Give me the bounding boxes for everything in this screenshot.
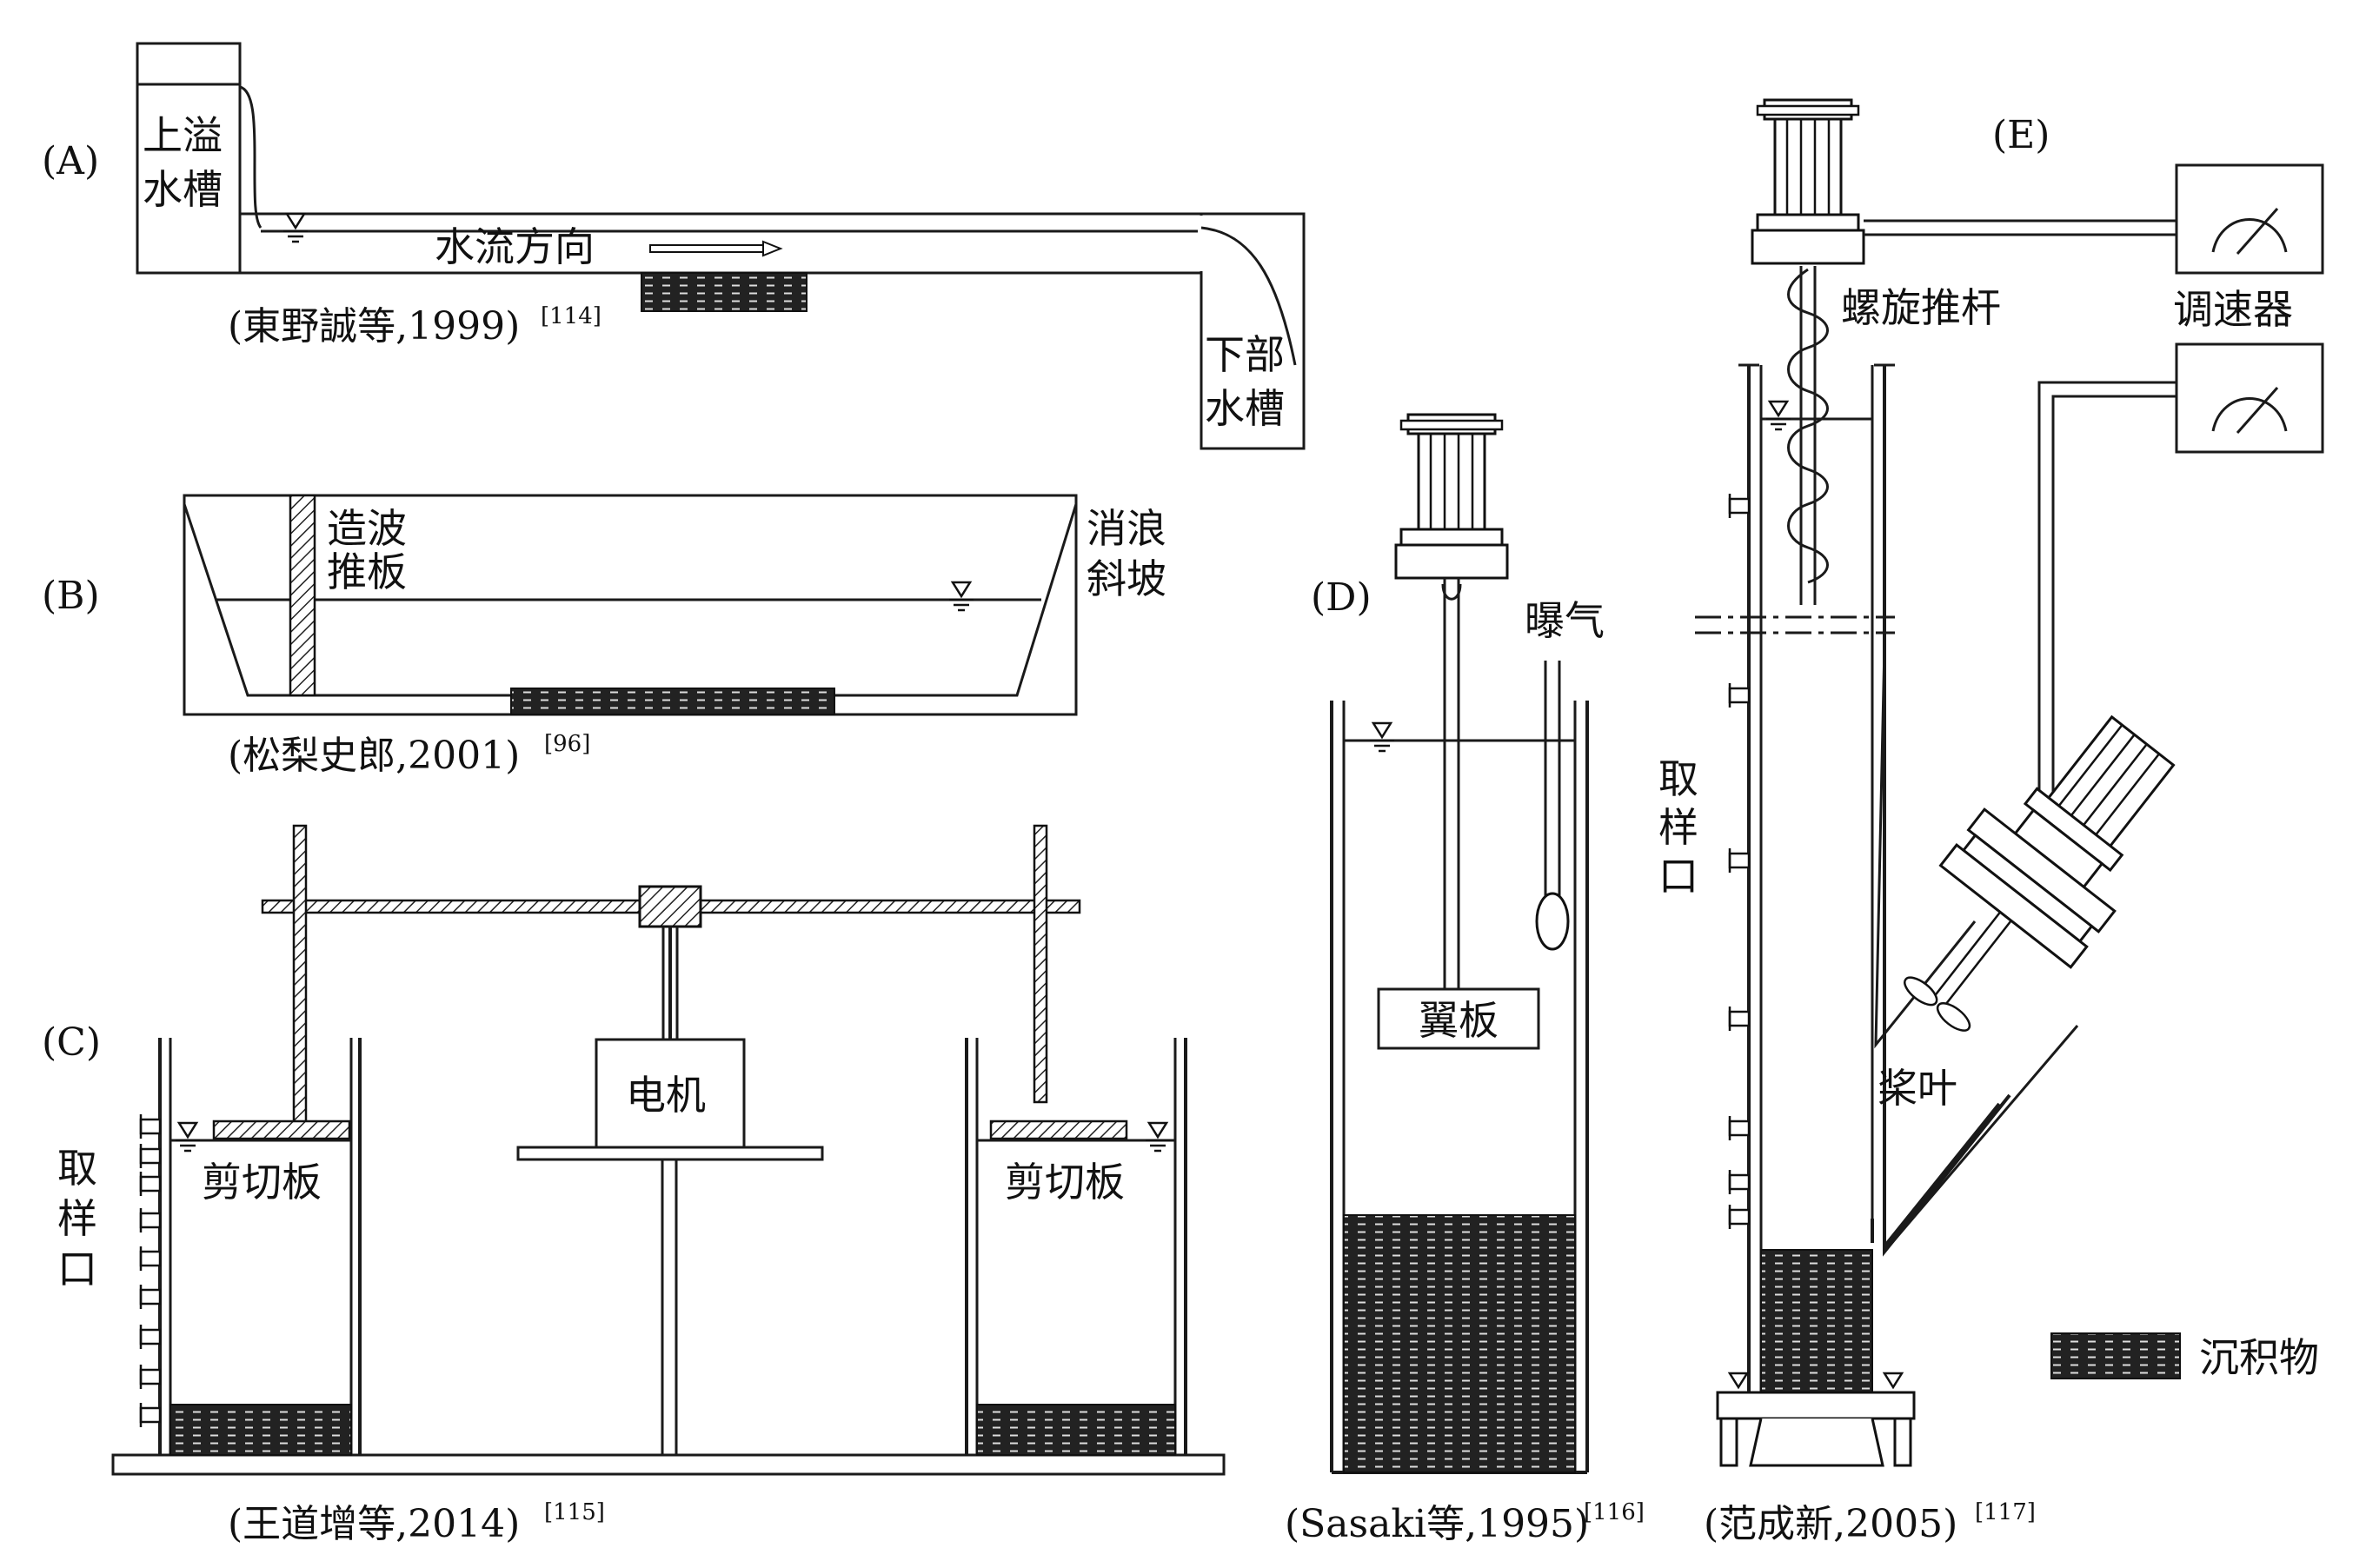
sampling-port-e-3: 口 [1658,853,1698,900]
sediment-column-d [1343,1214,1576,1473]
sediment-sample-b [510,688,835,715]
upper-overflow-tank [136,42,242,275]
panel-b-label: (B) [42,574,100,618]
rotating-platform [516,1146,824,1161]
sampling-port-e-1: 取 [1658,755,1698,802]
screw-helix-icon [1787,268,1829,584]
wing-plate [1377,987,1540,1050]
inclined-arm-inner [1874,646,1977,1049]
panel-b: (B) 造波 推板 消浪 斜坡 (松梨史郎,2001) [96] [42,494,1166,778]
svg-text:(松梨史郎,2001): (松梨史郎,2001) [228,734,520,778]
sediment-column-e [1760,1249,1873,1393]
paddle-label: 桨叶 [1878,1065,1957,1112]
shear-plate-right-label: 剪切板 [1005,1159,1125,1206]
right-rod [1033,824,1048,1104]
wave-tank [183,494,1078,716]
panel-e: (E) 调速器 螺旋推杆 [1658,98,2324,1546]
panel-e-label: (E) [1992,113,2050,157]
water-level-icon [1765,400,1792,431]
citation-a: (東野誠等,1999) [114] [228,303,601,349]
outflow-curve [1200,226,1297,366]
column-base [1716,1372,1916,1467]
slope-label-2: 斜坡 [1087,555,1166,602]
svg-text:[96]: [96] [544,731,590,757]
screw-pusher-label: 螺旋推杆 [1841,284,2001,331]
aeration-label: 曝气 [1525,597,1605,644]
svg-text:[114]: [114] [541,303,601,329]
panel-d-label: (D) [1311,575,1372,620]
slope-label-1: 消浪 [1087,505,1166,552]
upper-tank-label-1: 上溢 [143,112,223,159]
air-diffuser-icon [1535,892,1570,951]
svg-text:(范成新,2005): (范成新,2005) [1704,1502,1957,1546]
svg-text:[115]: [115] [544,1499,605,1525]
inclined-motor-icon [1904,714,2176,1032]
lower-tank-label-2: 水槽 [1205,385,1285,432]
sampling-valves-c [139,1113,162,1429]
panel-c: (C) 电机 剪切板 [42,824,1226,1546]
panel-c-label: (C) [42,1020,101,1065]
motor-box [595,1038,746,1149]
citation-c: (王道增等,2014) [115] [228,1499,605,1546]
flow-arrow-icon [649,240,783,257]
wave-plate-label-1: 造波 [327,505,407,552]
svg-text:(王道增等,2014): (王道增等,2014) [228,1502,520,1546]
svg-text:[117]: [117] [1975,1499,2036,1525]
upper-tank-label-2: 水槽 [143,166,223,213]
sediment-left-tank [169,1404,352,1456]
sediment-right-tank [976,1404,1176,1456]
sampling-port-c-2: 样 [57,1195,97,1242]
panel-a: (A) 上溢 水槽 水流方向 (東野誠等,1999) [114] 下部 水槽 [42,42,1306,450]
water-level-icon [282,212,309,243]
sampling-port-c-1: 取 [57,1145,97,1192]
overflow-curve [239,85,263,229]
panel-a-label: (A) [42,139,99,183]
wave-maker-plate [289,494,316,697]
speed-controller-label: 调速器 [2173,286,2293,333]
motor-label: 电机 [626,1072,706,1119]
motor-icon [1751,98,1865,265]
left-rod [292,824,308,1125]
sediment-sample-a [641,272,807,312]
svg-text:(Sasaki等,1995): (Sasaki等,1995) [1285,1502,1589,1546]
panel-d: (D) 翼板 曝气 (Sasaki等,1995) [116] [1285,413,1645,1546]
water-level-icon [1144,1121,1172,1153]
lower-tank-label-1: 下部 [1205,331,1285,378]
wing-plate-label: 翼板 [1419,997,1499,1044]
wave-plate-label-2: 推板 [327,548,407,595]
shear-plate-left-label: 剪切板 [202,1159,322,1206]
flow-direction-label: 水流方向 [435,223,595,270]
svg-text:(東野誠等,1999): (東野誠等,1999) [228,304,520,349]
aeration-tube [1544,661,1561,904]
right-shear-plate [989,1120,1128,1140]
sediment-legend-label: 沉积物 [2199,1334,2319,1381]
water-level-icon [1368,721,1396,753]
svg-text:[116]: [116] [1584,1499,1645,1525]
motor-icon [1394,413,1509,580]
sampling-port-e-2: 样 [1658,804,1698,851]
legend: 沉积物 [2050,1332,2319,1381]
citation-b: (松梨史郎,2001) [96] [228,731,590,778]
arm-hub [638,885,702,928]
citation-e: (范成新,2005) [117] [1704,1499,2036,1546]
citation-d: (Sasaki等,1995) [116] [1285,1499,1645,1546]
sampling-valves-e [1728,492,1751,1231]
sediment-legend-swatch [2050,1332,2181,1379]
water-level-icon [174,1121,202,1153]
sampling-port-c-3: 口 [57,1246,97,1292]
left-shear-plate [212,1120,351,1140]
base-plate [111,1453,1226,1476]
